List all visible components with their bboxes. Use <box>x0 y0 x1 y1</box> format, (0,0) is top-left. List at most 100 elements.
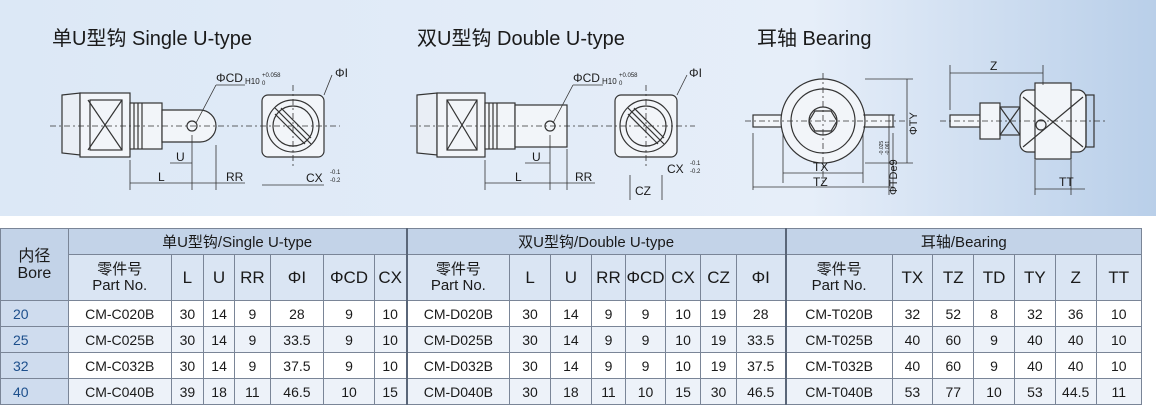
value-cell: 36 <box>1054 300 1097 327</box>
value-cell: 10 <box>1095 300 1143 327</box>
value-cell: 30 <box>700 378 737 405</box>
double-u-title: 双U型钩 Double U-type <box>417 28 625 50</box>
value-cell: 46.5 <box>269 378 325 405</box>
single-group-header: 单U型钩/Single U-type <box>67 228 408 255</box>
value-cell: 28 <box>735 300 787 327</box>
value-cell: 9 <box>625 352 666 379</box>
value-cell: 33.5 <box>735 326 787 353</box>
value-cell: 10 <box>664 326 702 353</box>
svg-text:+0.058: +0.058 <box>262 73 281 79</box>
value-cell: 40 <box>891 326 934 353</box>
bearing-group-header: 耳轴/Bearing <box>784 228 1142 255</box>
svg-text:-0.1: -0.1 <box>330 170 341 176</box>
cx-label: CX <box>306 171 323 185</box>
svg-text:0: 0 <box>262 81 266 87</box>
value-cell: 10 <box>373 326 408 353</box>
value-cell: 15 <box>373 378 408 405</box>
svg-text:+0.058: +0.058 <box>619 73 638 79</box>
col-header: CX <box>373 254 408 301</box>
bearing-title: 耳轴 Bearing <box>757 28 872 50</box>
value-cell: 11 <box>590 378 627 405</box>
col-header: U <box>202 254 236 301</box>
col-header: ΦCD <box>323 254 375 301</box>
value-cell: 39 <box>170 378 205 405</box>
value-cell: 9 <box>590 326 627 353</box>
value-cell: 14 <box>202 326 236 353</box>
value-cell: 9 <box>234 326 271 353</box>
value-cell: 30 <box>170 300 205 327</box>
part-no-cell: CM-C032B <box>67 352 172 379</box>
value-cell: 18 <box>202 378 236 405</box>
col-header: ΦI <box>735 254 787 301</box>
value-cell: 9 <box>973 352 1015 379</box>
bore-cell: 40 <box>0 378 69 405</box>
value-cell: 30 <box>170 326 205 353</box>
value-cell: 14 <box>202 352 236 379</box>
part-no-cell: CM-C040B <box>67 378 172 405</box>
svg-text:-0.2: -0.2 <box>330 178 341 184</box>
value-cell: 19 <box>700 352 737 379</box>
value-cell: 10 <box>1095 352 1143 379</box>
col-header: TX <box>891 254 934 301</box>
value-cell: 40 <box>891 352 934 379</box>
part-no-cell: CM-T032B <box>784 352 893 379</box>
value-cell: 37.5 <box>269 352 325 379</box>
part-no-cell: CM-D040B <box>405 378 511 405</box>
col-header: ΦI <box>269 254 325 301</box>
value-cell: 10 <box>664 300 702 327</box>
phi-i-label: ΦI <box>335 66 348 80</box>
col-header: CX <box>664 254 702 301</box>
bore-cell: 25 <box>0 326 69 353</box>
value-cell: 40 <box>1013 352 1056 379</box>
value-cell: 14 <box>202 300 236 327</box>
value-cell: 14 <box>549 300 592 327</box>
value-cell: 30 <box>509 326 551 353</box>
value-cell: 28 <box>269 300 325 327</box>
double-group-header: 双U型钩/Double U-type <box>405 228 787 255</box>
svg-text:-0.2: -0.2 <box>690 169 701 175</box>
value-cell: 30 <box>509 300 551 327</box>
l-label: L <box>158 170 165 184</box>
l-label: L <box>515 170 522 184</box>
value-cell: 44.5 <box>1054 378 1097 405</box>
col-header: TD <box>973 254 1015 301</box>
svg-text:-0.025: -0.025 <box>879 141 885 155</box>
z-label: Z <box>990 59 997 73</box>
value-cell: 9 <box>323 300 375 327</box>
value-cell: 9 <box>323 352 375 379</box>
value-cell: 9 <box>234 352 271 379</box>
part-no-cell: CM-C020B <box>67 300 172 327</box>
value-cell: 30 <box>509 352 551 379</box>
value-cell: 9 <box>590 300 627 327</box>
cz-label: CZ <box>635 184 651 198</box>
svg-text:H10: H10 <box>245 77 260 86</box>
ty-label: ΦTY <box>908 112 920 135</box>
col-header: ΦCD <box>625 254 666 301</box>
double-u-drawing: ΦCD H10 +0.058 0 ΦI U L RR CX -0.1 -0.2 … <box>410 66 702 200</box>
value-cell: 10 <box>1095 326 1143 353</box>
tx-label: TX <box>813 160 828 174</box>
value-cell: 33.5 <box>269 326 325 353</box>
value-cell: 32 <box>891 300 934 327</box>
value-cell: 10 <box>323 378 375 405</box>
col-header: Z <box>1054 254 1097 301</box>
col-header: TT <box>1095 254 1143 301</box>
col-header: RR <box>590 254 627 301</box>
value-cell: 19 <box>700 326 737 353</box>
value-cell: 14 <box>549 326 592 353</box>
tt-label: TT <box>1059 175 1074 189</box>
svg-text:-0.061: -0.061 <box>885 141 891 155</box>
value-cell: 9 <box>323 326 375 353</box>
tz-label: TZ <box>813 175 828 189</box>
rr-label: RR <box>575 170 593 184</box>
value-cell: 9 <box>234 300 271 327</box>
value-cell: 46.5 <box>735 378 787 405</box>
value-cell: 9 <box>973 326 1015 353</box>
svg-text:H10: H10 <box>602 77 617 86</box>
